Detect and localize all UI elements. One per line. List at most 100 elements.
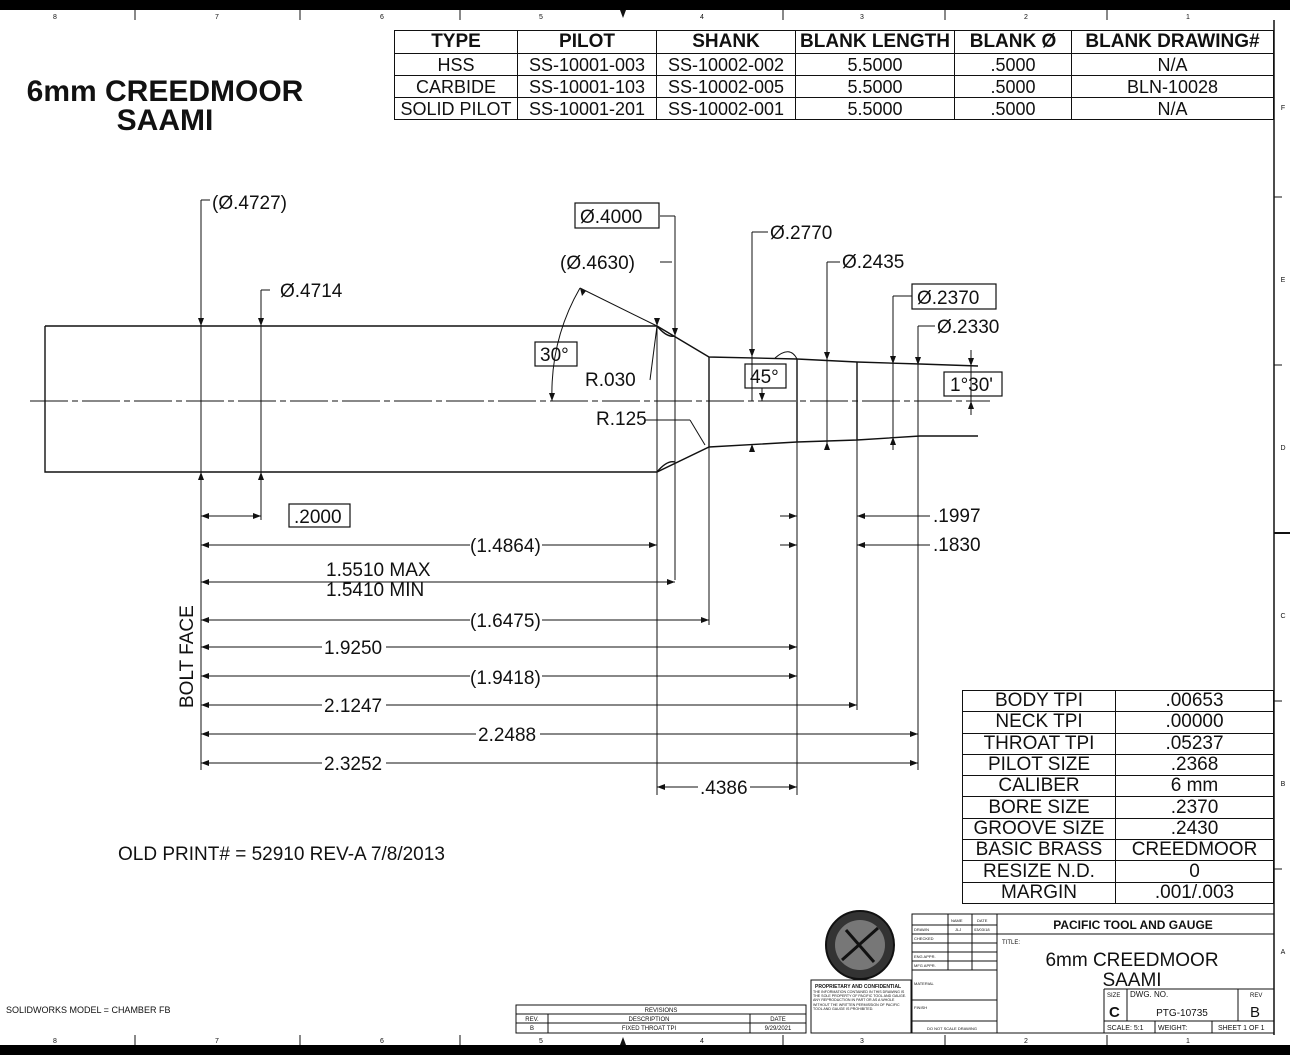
svg-text:2: 2 <box>1024 14 1028 21</box>
title-block <box>911 913 1275 1034</box>
dim-angle-45: 45° <box>750 367 779 388</box>
old-print-note: OLD PRINT# = 52910 REV-A 7/8/2013 <box>118 844 445 865</box>
date-cell: 9/29/2021 <box>765 1026 792 1032</box>
dim-len-1-4864: (1.4864) <box>470 536 541 557</box>
dim-angle-1-30: 1°30' <box>950 375 993 396</box>
desc-col-header: DESCRIPTION <box>628 1017 669 1023</box>
spec-value: .05237 <box>1115 732 1274 755</box>
spec-table: BODY TPI.00653 NECK TPI.00000 THROAT TPI… <box>962 689 1274 904</box>
spec-value: .2370 <box>1115 796 1274 819</box>
svg-text:7: 7 <box>215 14 219 21</box>
drawing-title-line1: 6mm CREEDMOOR <box>26 75 304 108</box>
spec-value: .2368 <box>1115 753 1274 777</box>
company-name: PACIFIC TOOL AND GAUGE <box>1053 918 1213 932</box>
col-shank: SHANK <box>656 30 796 54</box>
blank-table: TYPE PILOT SHANK BLANK LENGTH BLANK Ø BL… <box>394 30 1274 120</box>
dim-dia-4727: (Ø.4727) <box>212 193 287 214</box>
cell: CARBIDE <box>394 75 518 98</box>
bolt-face-label: BOLT FACE <box>177 605 198 708</box>
cell: 5.5000 <box>795 53 955 76</box>
table-row: MARGIN.001/.003 <box>962 881 1274 904</box>
svg-text:6: 6 <box>380 1038 384 1045</box>
chamber-drawing: 8 7 6 5 4 3 2 1 8 7 6 5 4 3 2 1 F E <box>30 10 1290 1045</box>
size-label: SIZE <box>1107 993 1120 999</box>
dim-dia-4714: Ø.4714 <box>280 281 343 302</box>
dim-len-2-3252: 2.3252 <box>324 754 382 775</box>
svg-text:4: 4 <box>700 1038 704 1045</box>
checked-label: CHECKED <box>914 936 934 941</box>
dim-radius-125: R.125 <box>596 409 647 430</box>
cell: SS-10002-005 <box>656 75 796 98</box>
cell: N/A <box>1071 97 1274 120</box>
material-label: MATERIAL <box>914 981 934 986</box>
svg-text:D: D <box>1280 445 1285 452</box>
dim-dia-2435: Ø.2435 <box>842 252 904 273</box>
cell: SS-10001-103 <box>517 75 657 98</box>
table-row: HSS SS-10001-003 SS-10002-002 5.5000 .50… <box>394 53 1274 76</box>
dim-len-2000: .2000 <box>294 507 342 528</box>
dim-dia-2330: Ø.2330 <box>937 317 999 338</box>
dim-len-1-5410: 1.5410 MIN <box>326 580 424 601</box>
rev-label: REV <box>1250 993 1262 999</box>
proprietary-text: THE INFORMATION CONTAINED IN THIS DRAWIN… <box>813 990 907 1011</box>
name-label: NAME <box>951 918 963 923</box>
rev-cell: B <box>530 1026 534 1032</box>
dim-len-1-5510: 1.5510 MAX <box>326 560 431 581</box>
solidworks-model-note: SOLIDWORKS MODEL = CHAMBER FB <box>6 1005 171 1015</box>
cell: 5.5000 <box>795 97 955 120</box>
blank-table-header: TYPE PILOT SHANK BLANK LENGTH BLANK Ø BL… <box>394 30 1274 54</box>
size-value: C <box>1109 1004 1120 1021</box>
date-label: DATE <box>977 918 988 923</box>
zone-numbers-bottom: 8 7 6 5 4 3 2 1 <box>53 1038 1190 1045</box>
cell: .5000 <box>954 75 1072 98</box>
table-row: THROAT TPI.05237 <box>962 732 1274 755</box>
center-mark-bottom <box>620 1037 626 1045</box>
svg-text:8: 8 <box>53 14 57 21</box>
drawing-title-line2: SAAMI <box>116 104 214 137</box>
dim-len-1-9250: 1.9250 <box>324 638 382 659</box>
svg-text:C: C <box>1280 613 1285 620</box>
revisions-title: REVISIONS <box>645 1008 678 1014</box>
table-row: SOLID PILOT SS-10001-201 SS-10002-001 5.… <box>394 97 1274 120</box>
spec-value: .001/.003 <box>1115 881 1274 904</box>
arrow-heads <box>198 288 974 790</box>
center-mark-top <box>620 10 626 18</box>
title-block-line2: SAAMI <box>1102 970 1161 991</box>
rev-col-header: REV. <box>525 1017 539 1023</box>
table-row: PILOT SIZE.2368 <box>962 753 1274 777</box>
svg-text:3: 3 <box>860 14 864 21</box>
spec-label: RESIZE N.D. <box>962 860 1116 883</box>
svg-text:4: 4 <box>700 14 704 21</box>
svg-text:1: 1 <box>1186 1038 1190 1045</box>
svg-text:3: 3 <box>860 1038 864 1045</box>
cell: .5000 <box>954 53 1072 76</box>
spec-label: GROOVE SIZE <box>962 817 1116 841</box>
company-logo <box>825 910 895 980</box>
dim-dia-2370: Ø.2370 <box>917 288 979 309</box>
cell: SS-10002-001 <box>656 97 796 120</box>
dim-len-2-1247: 2.1247 <box>324 696 382 717</box>
spec-label: THROAT TPI <box>962 732 1116 755</box>
eng-appr-label: ENG APPR. <box>914 954 936 959</box>
finish-label: FINISH <box>914 1005 927 1010</box>
svg-text:2: 2 <box>1024 1038 1028 1045</box>
mfg-appr-label: MFG APPR. <box>914 963 936 968</box>
zone-ticks <box>134 10 1108 1045</box>
rev-value: B <box>1250 1004 1260 1021</box>
spec-label: MARGIN <box>962 881 1116 904</box>
weight-label: WEIGHT: <box>1158 1025 1187 1032</box>
spec-label: BORE SIZE <box>962 796 1116 819</box>
scale-value: SCALE: 5:1 <box>1107 1025 1144 1032</box>
svg-text:F: F <box>1281 105 1285 112</box>
dim-dia-4000: Ø.4000 <box>580 207 642 228</box>
table-row: CARBIDE SS-10001-103 SS-10002-005 5.5000… <box>394 75 1274 98</box>
revisions-table <box>515 1004 807 1034</box>
proprietary-title: PROPRIETARY AND CONFIDENTIAL <box>815 984 901 990</box>
dim-angle-30: 30° <box>540 345 569 366</box>
dim-len-1830: .1830 <box>933 535 981 556</box>
dim-dia-4630: (Ø.4630) <box>560 253 635 274</box>
dim-len-4386: .4386 <box>700 778 748 799</box>
spec-label: NECK TPI <box>962 711 1116 734</box>
